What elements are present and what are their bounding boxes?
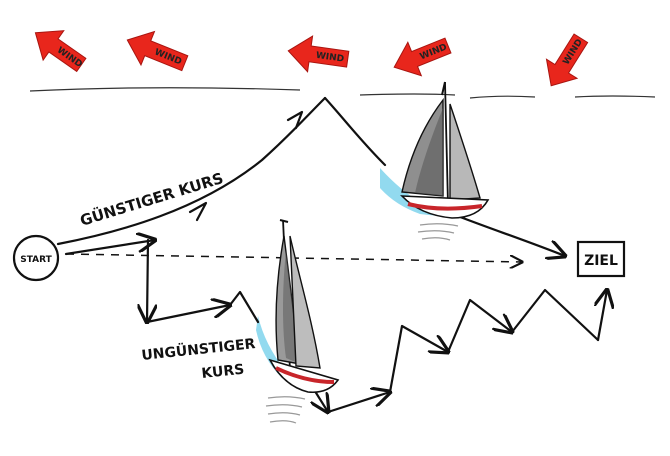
favorable-course-path xyxy=(56,96,565,256)
sailboat-lower-icon xyxy=(268,219,340,394)
water-reflection-lower xyxy=(256,316,330,424)
wind-arrow-4: WIND xyxy=(393,37,452,77)
goal-marker: ZIEL xyxy=(576,240,626,278)
unfavorable-course-label-line1: UNGÜNSTIGER xyxy=(141,334,257,364)
goal-label: ZIEL xyxy=(584,253,618,269)
start-label: START xyxy=(20,255,52,265)
unfavorable-course-path xyxy=(64,240,607,412)
wind-arrow-1: WIND xyxy=(34,30,87,73)
wind-arrow-5: WIND xyxy=(545,33,589,87)
favorable-course-label: GÜNSTIGER KURS xyxy=(78,168,226,230)
unfavorable-course-label-line2: KURS xyxy=(201,362,245,382)
wind-boundary-line xyxy=(29,87,656,99)
wind-label: WIND xyxy=(315,51,344,65)
start-marker: START xyxy=(12,234,60,282)
wind-arrow-3: WIND xyxy=(287,35,350,73)
sailboat-upper-icon xyxy=(400,81,490,219)
wind-arrow-2: WIND xyxy=(126,30,189,72)
water-reflection-upper xyxy=(380,168,470,241)
